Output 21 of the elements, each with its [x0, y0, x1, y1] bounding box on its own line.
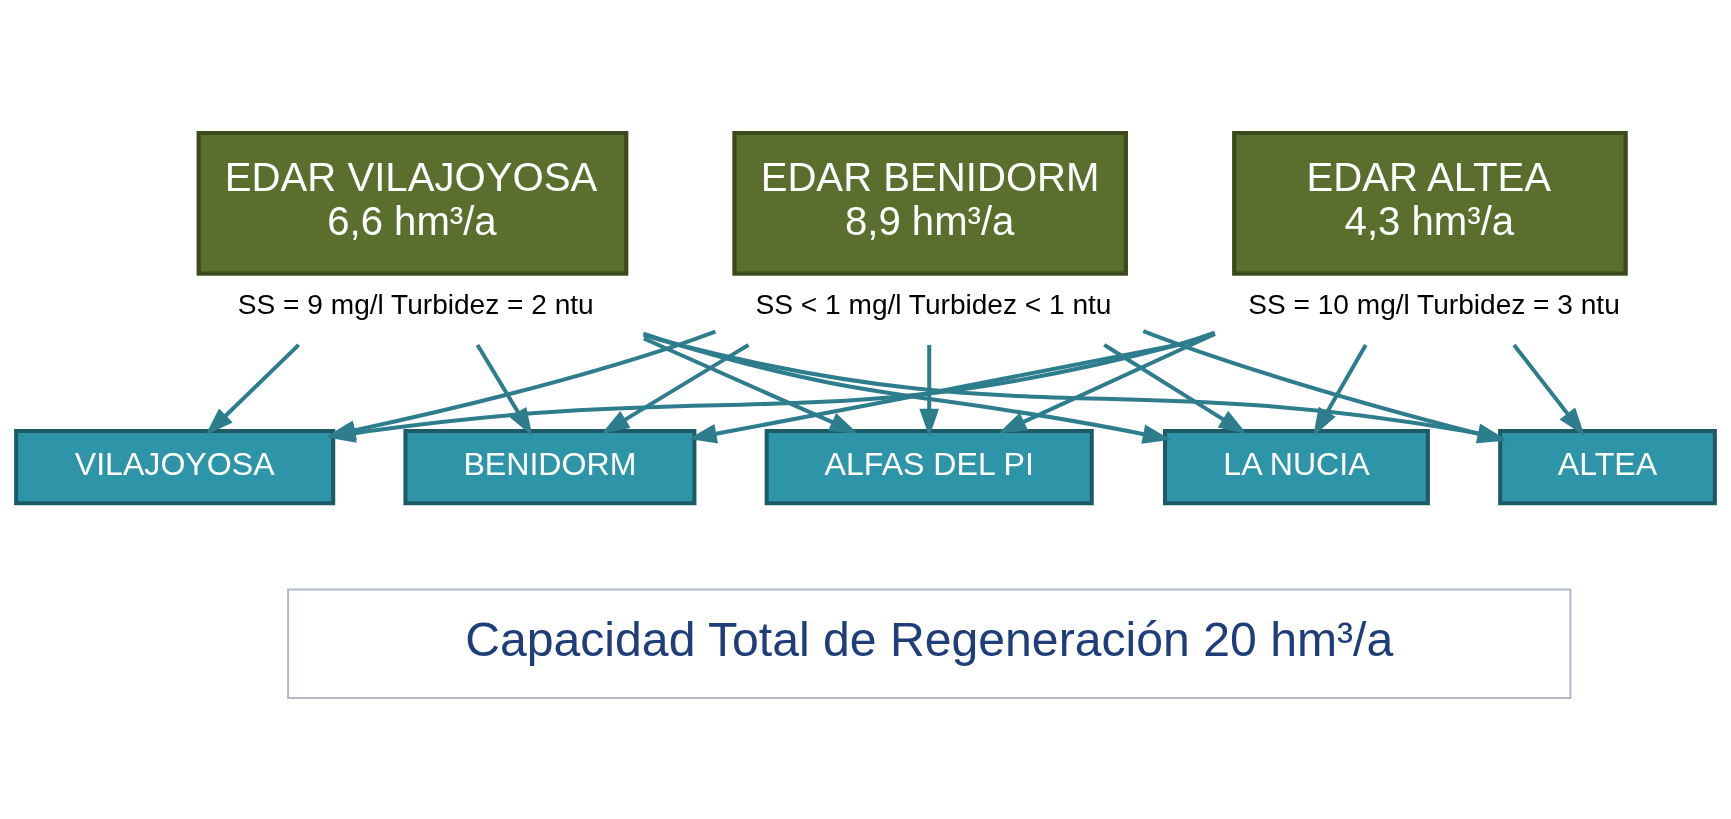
arrow: [643, 332, 1506, 443]
arrow: [688, 330, 1216, 443]
arrow: [601, 342, 750, 434]
node-box: VILAJOYOSA: [14, 428, 336, 505]
node-box: Capacidad Total de Regeneración 20 hm³/a: [287, 588, 1572, 699]
node-box: ALFAS DEL PI: [764, 428, 1094, 505]
arrow: [919, 344, 940, 437]
arrow: [205, 343, 300, 435]
arrow: [1512, 343, 1585, 436]
arrow: [642, 331, 1171, 444]
node-box: BENIDORM: [403, 428, 697, 505]
arrow: [1313, 343, 1368, 436]
node-label: SS = 10 mg/l Turbidez = 3 ntu: [1248, 288, 1620, 320]
arrow: [998, 331, 1216, 433]
arrow: [1142, 328, 1506, 443]
node-box: ALTEA: [1498, 428, 1717, 505]
arrow: [643, 336, 858, 433]
arrow: [1103, 342, 1247, 434]
node-label: SS < 1 mg/l Turbidez < 1 ntu: [755, 288, 1112, 320]
node-box: LA NUCIA: [1163, 428, 1430, 505]
node-label: SS = 9 mg/l Turbidez = 2 ntu: [237, 288, 594, 320]
